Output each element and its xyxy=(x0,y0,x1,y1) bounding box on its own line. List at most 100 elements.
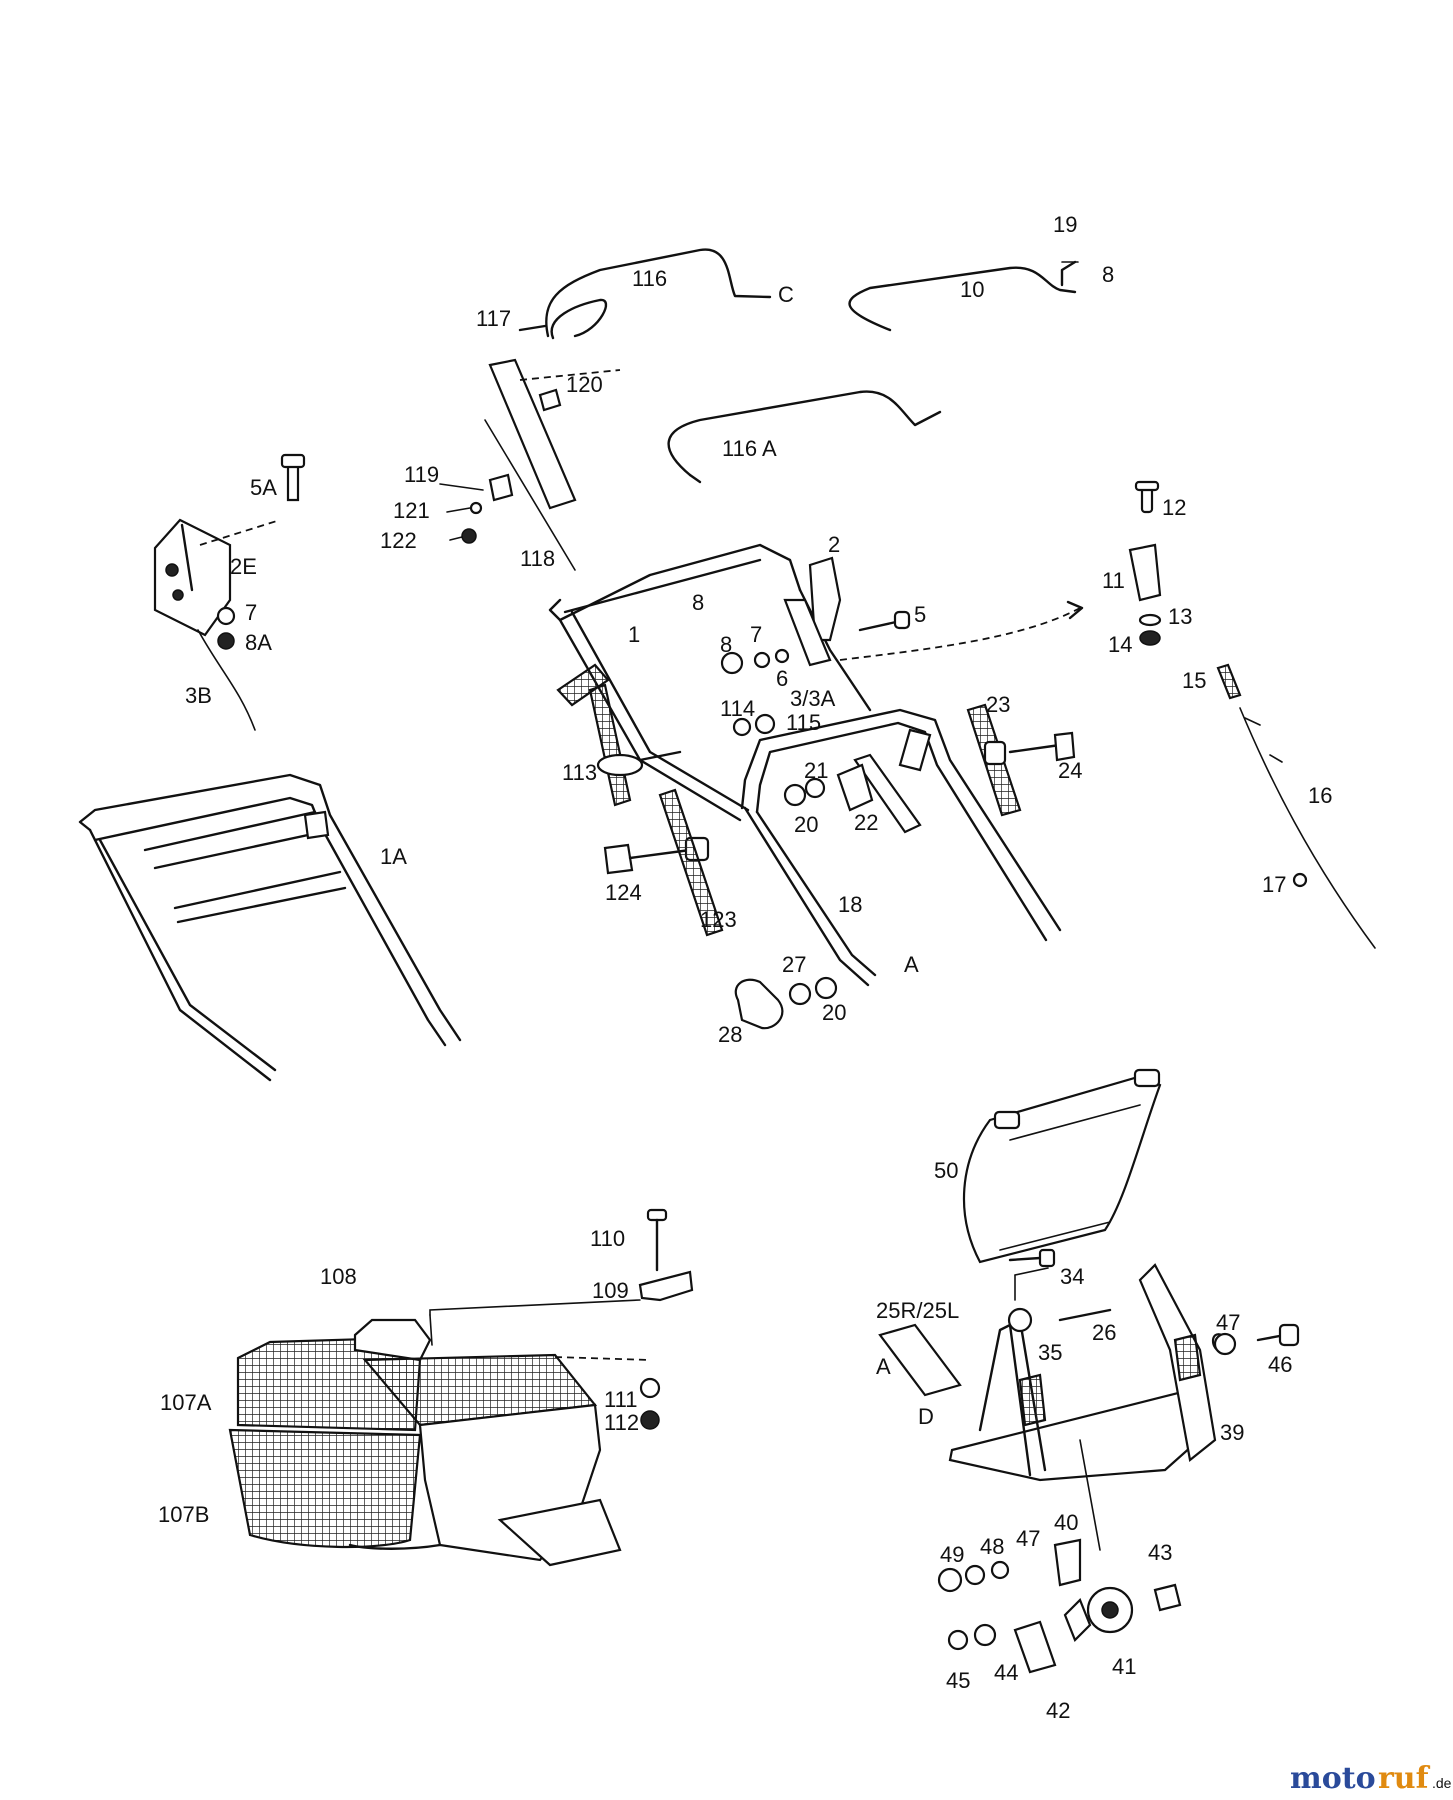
label-115: 115 xyxy=(786,710,821,735)
label-10: 10 xyxy=(960,277,984,302)
label-7-left: 7 xyxy=(245,600,257,625)
label-120: 120 xyxy=(566,372,603,397)
svg-text:moto: moto xyxy=(1290,1761,1376,1796)
label-a-frame: A xyxy=(876,1354,891,1379)
label-116: 116 xyxy=(632,266,667,291)
label-47-right: 47 xyxy=(1216,1310,1240,1335)
label-3-3a: 3/3A xyxy=(790,686,836,711)
label-20-low: 20 xyxy=(822,1000,846,1025)
label-111: 111 xyxy=(604,1387,637,1412)
label-43: 43 xyxy=(1148,1540,1172,1565)
label-24: 24 xyxy=(1058,758,1082,783)
label-1a: 1A xyxy=(380,844,407,869)
label-2e: 2E xyxy=(230,554,257,579)
label-14: 14 xyxy=(1108,632,1132,657)
label-116a: 116 A xyxy=(722,436,777,461)
label-8-mid: 8 xyxy=(720,632,732,657)
label-117: 117 xyxy=(476,306,511,331)
label-11: 11 xyxy=(1102,568,1125,593)
handle-1a xyxy=(78,773,462,1082)
chassis-39 xyxy=(878,1248,1300,1551)
cable-116a xyxy=(667,390,942,484)
label-41: 41 xyxy=(1112,1654,1136,1679)
label-46: 46 xyxy=(1268,1352,1292,1377)
label-8-c: 8 xyxy=(692,590,704,615)
label-20-mid: 20 xyxy=(794,812,818,837)
label-21: 21 xyxy=(804,758,828,783)
label-5a: 5A xyxy=(250,475,277,500)
label-28: 28 xyxy=(718,1022,742,1047)
label-42: 42 xyxy=(1046,1698,1070,1723)
label-34: 34 xyxy=(1060,1264,1084,1289)
label-114: 114 xyxy=(720,696,755,721)
handle-brace-118 xyxy=(439,358,621,571)
label-113: 113 xyxy=(562,760,597,785)
label-26: 26 xyxy=(1092,1320,1116,1345)
label-6: 6 xyxy=(776,666,788,691)
label-17: 17 xyxy=(1262,872,1286,897)
motoruf-watermark: moto ruf .de xyxy=(1290,1761,1452,1796)
svg-text:ruf: ruf xyxy=(1378,1761,1431,1796)
label-122: 122 xyxy=(380,528,417,553)
label-39: 39 xyxy=(1220,1420,1244,1445)
t-knob-113 xyxy=(556,663,776,807)
label-44: 44 xyxy=(994,1660,1018,1685)
label-1: 1 xyxy=(628,622,640,647)
label-22: 22 xyxy=(854,810,878,835)
knob-28 xyxy=(734,976,838,1030)
label-45: 45 xyxy=(946,1668,970,1693)
label-121: 121 xyxy=(393,498,430,523)
washer-group-lever xyxy=(720,648,790,675)
label-112: 112 xyxy=(604,1410,639,1435)
label-25r-25l: 25R/25L xyxy=(876,1298,959,1323)
label-15: 15 xyxy=(1182,668,1206,693)
cable-10 xyxy=(848,260,1079,332)
label-119: 119 xyxy=(404,462,439,487)
label-107b: 107B xyxy=(158,1502,209,1527)
label-18: 18 xyxy=(838,892,862,917)
clamp-bolt-123 xyxy=(603,788,724,937)
label-8-top: 8 xyxy=(1102,262,1114,287)
label-50: 50 xyxy=(934,1158,958,1183)
label-a-handle: A xyxy=(904,952,919,977)
label-13: 13 xyxy=(1168,604,1192,629)
knob-22 xyxy=(783,763,874,812)
label-108: 108 xyxy=(320,1264,357,1289)
deflector-50 xyxy=(962,1068,1162,1264)
label-7-mid: 7 xyxy=(750,622,762,647)
label-16: 16 xyxy=(1308,783,1332,808)
cable-hook-assembly xyxy=(1128,480,1376,949)
label-12: 12 xyxy=(1162,495,1186,520)
label-40: 40 xyxy=(1054,1510,1078,1535)
label-109: 109 xyxy=(592,1278,629,1303)
label-8a: 8A xyxy=(245,630,272,655)
label-118: 118 xyxy=(520,546,555,571)
label-107a: 107A xyxy=(160,1390,212,1415)
part-labels: 116 C 117 10 19 8 120 116 A 5A 2E 7 8A 3… xyxy=(158,212,1332,1723)
label-35: 35 xyxy=(1038,1340,1062,1365)
label-27: 27 xyxy=(782,952,806,977)
label-19: 19 xyxy=(1053,212,1077,237)
svg-text:.de: .de xyxy=(1432,1775,1452,1791)
label-48: 48 xyxy=(980,1534,1004,1559)
clamp-bolt-23 xyxy=(966,703,1076,817)
label-d: D xyxy=(918,1404,934,1429)
label-3b: 3B xyxy=(185,683,212,708)
bolt-110 xyxy=(429,1208,694,1346)
label-116-c: C xyxy=(778,282,794,307)
label-23: 23 xyxy=(986,692,1010,717)
bracket-2e xyxy=(153,453,306,731)
control-lever-2 xyxy=(783,556,1084,667)
cable-116 xyxy=(518,248,772,340)
label-2: 2 xyxy=(828,532,840,557)
label-110: 110 xyxy=(590,1226,625,1251)
lower-handle-18 xyxy=(740,708,1062,987)
label-5: 5 xyxy=(914,602,926,627)
label-49: 49 xyxy=(940,1542,964,1567)
grass-catcher-107 xyxy=(228,1318,661,1567)
wheel-assembly xyxy=(937,1538,1182,1674)
label-123: 123 xyxy=(700,907,737,932)
label-124: 124 xyxy=(605,880,642,905)
label-47-low: 47 xyxy=(1016,1526,1040,1551)
